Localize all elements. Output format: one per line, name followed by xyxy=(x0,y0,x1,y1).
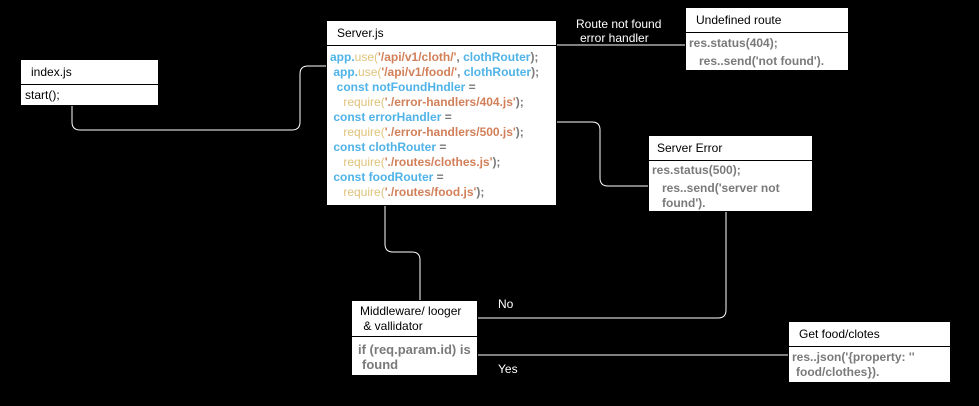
middleware-condition-1: if (req.param.id) is xyxy=(358,342,471,357)
code-token: require( xyxy=(330,155,385,169)
code-token: './error-handlers/500.js' xyxy=(384,125,516,139)
code-token: foodRouter xyxy=(368,170,434,184)
server-code-line: const clothRouter = xyxy=(330,140,553,155)
code-token: use( xyxy=(358,65,382,79)
edge-middleware-no-to-server-error xyxy=(478,212,727,319)
code-token: app. xyxy=(330,50,355,64)
server-error-line-2: res..send('server not xyxy=(662,181,780,195)
node-index-js-body: start(); xyxy=(25,88,60,102)
code-token: ); xyxy=(476,185,485,199)
server-code-line: require('./routes/food.js'); xyxy=(330,185,553,200)
code-token: = xyxy=(465,80,476,94)
code-token: use( xyxy=(354,50,379,64)
server-code-line: app.use('/api/v1/food/', clothRouter); xyxy=(330,65,553,80)
code-token: '/api/v1/food/' xyxy=(381,65,458,79)
server-code-line: const foodRouter = xyxy=(330,170,553,185)
code-token: = xyxy=(436,140,447,154)
code-token: = xyxy=(433,170,444,184)
node-index-js-title: index.js xyxy=(21,60,158,85)
code-token: clothRouter xyxy=(368,140,437,154)
code-token: ); xyxy=(530,50,539,64)
get-food-line-2: food/clothes}). xyxy=(796,365,880,379)
code-token: './routes/clothes.js' xyxy=(384,155,493,169)
node-index-js: index.js start(); xyxy=(20,59,159,106)
code-token: ); xyxy=(492,155,501,169)
server-code-line: app.use('/api/v1/cloth/', clothRouter); xyxy=(330,50,553,65)
middleware-title-2: & vallidator xyxy=(360,319,423,333)
node-server-js-title: Server.js xyxy=(327,21,556,46)
code-token: const xyxy=(330,110,369,124)
node-server-js: Server.js app.use('/api/v1/cloth/', clot… xyxy=(326,20,557,206)
edge-server-to-server-error xyxy=(557,121,648,187)
code-token: '/api/v1/cloth/' xyxy=(378,50,457,64)
server-code-line: const notFoundHndler = xyxy=(330,80,553,95)
server-code-line: require('./routes/clothes.js'); xyxy=(330,155,553,170)
get-food-line-1: res..json('{property: '' xyxy=(792,350,915,364)
undefined-route-line-2: res..send('not found'). xyxy=(699,54,825,68)
code-token: require( xyxy=(330,185,385,199)
code-token: clothRouter xyxy=(463,50,531,64)
code-token: require( xyxy=(330,95,385,109)
middleware-title-1: Middleware/ looger xyxy=(360,304,462,318)
node-undefined-route-title: Undefined route xyxy=(686,8,848,33)
node-server-error: Server Error res.status(500); res..send(… xyxy=(648,135,813,212)
label-error-handler: error handler xyxy=(580,31,649,45)
server-code-line: require('./error-handlers/500.js'); xyxy=(330,125,553,140)
code-token: ); xyxy=(531,65,540,79)
code-token: app. xyxy=(330,65,359,79)
middleware-condition-2: found xyxy=(362,357,399,372)
label-route-not-found: Route not found xyxy=(576,17,662,31)
server-code-line: require('./error-handlers/404.js'); xyxy=(330,95,553,110)
code-token: './error-handlers/404.js' xyxy=(384,95,516,109)
code-token: , xyxy=(457,65,464,79)
label-no: No xyxy=(498,297,514,311)
code-token: const xyxy=(330,170,369,184)
node-server-error-title: Server Error xyxy=(649,136,812,161)
code-token: clothRouter xyxy=(463,65,532,79)
code-token: const xyxy=(330,140,369,154)
node-undefined-route: Undefined route res.status(404); res..se… xyxy=(685,7,849,71)
server-error-line-3: found'). xyxy=(662,196,706,210)
code-token: ); xyxy=(515,95,524,109)
code-token: require( xyxy=(330,125,385,139)
server-code-line: const errorHandler = xyxy=(330,110,553,125)
node-get-food-title: Get food/clotes xyxy=(789,322,950,347)
node-middleware: Middleware/ looger & vallidator if (req.… xyxy=(351,300,478,376)
code-token: notFoundHndler xyxy=(372,80,466,94)
edge-server-to-middleware xyxy=(384,206,421,300)
code-token: errorHandler xyxy=(368,110,442,124)
code-token: , xyxy=(456,50,464,64)
code-token: './routes/food.js' xyxy=(384,185,477,199)
undefined-route-line-1: res.status(404); xyxy=(689,36,778,50)
node-get-food-clothes: Get food/clotes res..json('{property: ''… xyxy=(788,321,951,383)
server-error-line-1: res.status(500); xyxy=(652,163,741,177)
label-yes: Yes xyxy=(498,362,518,376)
code-token: = xyxy=(441,110,452,124)
server-code-block: app.use('/api/v1/cloth/', clothRouter); … xyxy=(327,46,556,204)
edge-index-to-server xyxy=(71,65,326,131)
code-token: ); xyxy=(515,125,524,139)
code-token: const xyxy=(330,80,373,94)
